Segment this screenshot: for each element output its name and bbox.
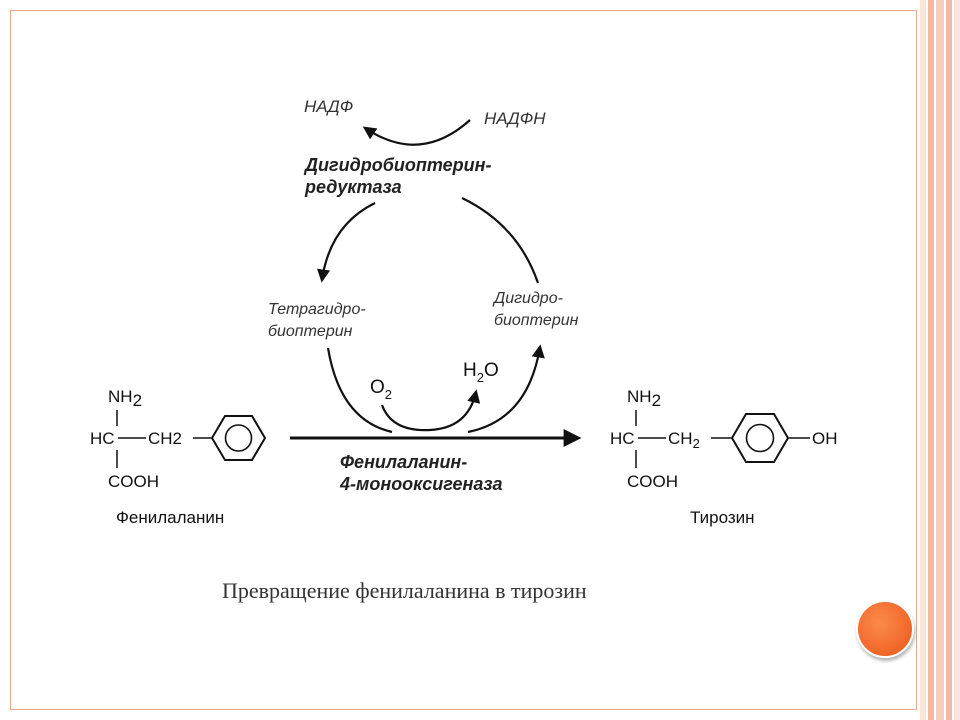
side-stripe-2 (928, 0, 934, 720)
enzyme-hydroxylase-line2: 4-монооксигеназа (339, 474, 503, 494)
tyr-hc: HC (610, 429, 635, 448)
tyrosine-structure: NH2 HC CH2 COOH OH Тирозин (610, 387, 838, 527)
tyr-oh: OH (812, 429, 838, 448)
tyr-benzene-ring (730, 413, 790, 463)
slide-frame (10, 10, 917, 710)
tyrosine-name: Тирозин (690, 508, 755, 527)
side-stripe-5 (954, 0, 960, 720)
dihydrobiopterin-line1: Дигидро- (492, 290, 563, 307)
tetrahydrobiopterin-line2: биоптерин (268, 323, 353, 340)
nadp-label: НАДФ (304, 97, 353, 116)
side-stripe-4 (946, 0, 952, 720)
enzyme-reductase-line1: Дигидробиоптерин- (303, 155, 491, 175)
phe-hc: HC (90, 429, 115, 448)
nadph-label: НАДФН (484, 109, 546, 128)
dihydrobiopterin-line2: биоптерин (494, 312, 579, 329)
tyr-cooh: COOH (627, 472, 678, 491)
phe-benzene-inner (224, 424, 253, 452)
diagram-caption: Превращение фенилаланина в тирозин (222, 578, 587, 603)
phe-ch2: CH2 (148, 429, 182, 448)
cycle-arrow-lower-left (326, 347, 393, 434)
cycle-arrow-left (316, 202, 376, 283)
tyr-benzene-inner (745, 423, 775, 453)
side-stripe-1 (920, 0, 926, 720)
phe-nh2: NH2 (108, 387, 142, 410)
phenylalanine-name: Фенилаланин (116, 508, 224, 527)
enzyme-hydroxylase-line1: Фенилаланин- (340, 452, 467, 472)
o2-h2o-arrow (380, 389, 481, 432)
tetrahydrobiopterin-line1: Тетрагидро- (268, 301, 366, 318)
cycle-arrow-lower-right (467, 344, 545, 434)
phe-cooh: COOH (108, 472, 159, 491)
enzyme-reductase-line2: редуктаза (304, 177, 402, 197)
cofactor-arrow (362, 119, 471, 146)
h2o-label: H2O (463, 360, 499, 385)
phenylalanine-structure: NH2 HC CH2 COOH Фенилаланин (90, 387, 267, 527)
tyr-nh2: NH2 (627, 387, 661, 410)
tyr-ch2: CH2 (668, 429, 700, 451)
side-stripe-3 (936, 0, 944, 720)
accent-orb (856, 600, 914, 658)
phe-benzene-ring (210, 415, 267, 461)
o2-label: O2 (370, 377, 392, 402)
cycle-arrow-right (461, 197, 540, 284)
